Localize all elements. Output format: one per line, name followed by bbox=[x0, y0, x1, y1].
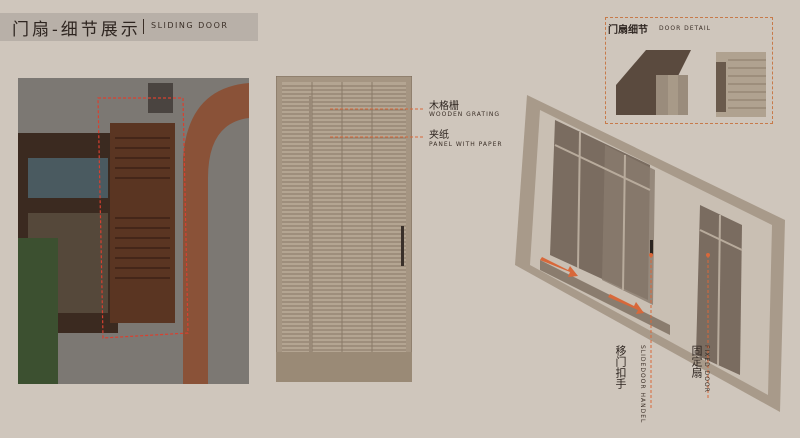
door-detail-drawing bbox=[616, 50, 766, 117]
title-divider bbox=[143, 19, 144, 34]
wooden-grating-label: 木格栅 bbox=[429, 101, 459, 112]
panel-paper-label: 夹纸 bbox=[429, 130, 449, 141]
door-detail-box: 门扇细节 DOOR DETAIL bbox=[605, 17, 773, 124]
page-title: 门扇-细节展示 bbox=[12, 20, 141, 40]
door-detail-title: 门扇细节 bbox=[608, 25, 648, 36]
title-bar bbox=[0, 13, 258, 41]
label-leader-lines bbox=[330, 108, 425, 138]
panel-paper-label-en: PANEL WITH PAPER bbox=[429, 141, 503, 148]
page-subtitle: SLIDING DOOR bbox=[151, 21, 229, 30]
arrow-right-icon bbox=[608, 294, 644, 314]
wooden-grating-label-en: WOODEN GRATING bbox=[429, 111, 500, 118]
door-elevation-drawing bbox=[276, 76, 412, 382]
fixed-door-label: 固定扇 bbox=[690, 345, 703, 378]
arrow-left-icon bbox=[540, 257, 578, 277]
fixed-door-label-en: FIXED DOOR bbox=[703, 345, 710, 393]
door-detail-title-en: DOOR DETAIL bbox=[659, 25, 711, 32]
slidedoor-handle-label: 移门扣手 bbox=[614, 345, 627, 389]
isometric-door-drawing bbox=[515, 95, 785, 412]
reference-photo bbox=[18, 78, 249, 384]
slidedoor-handle-label-en: SLIDEDOOR HANDEL bbox=[639, 345, 646, 424]
